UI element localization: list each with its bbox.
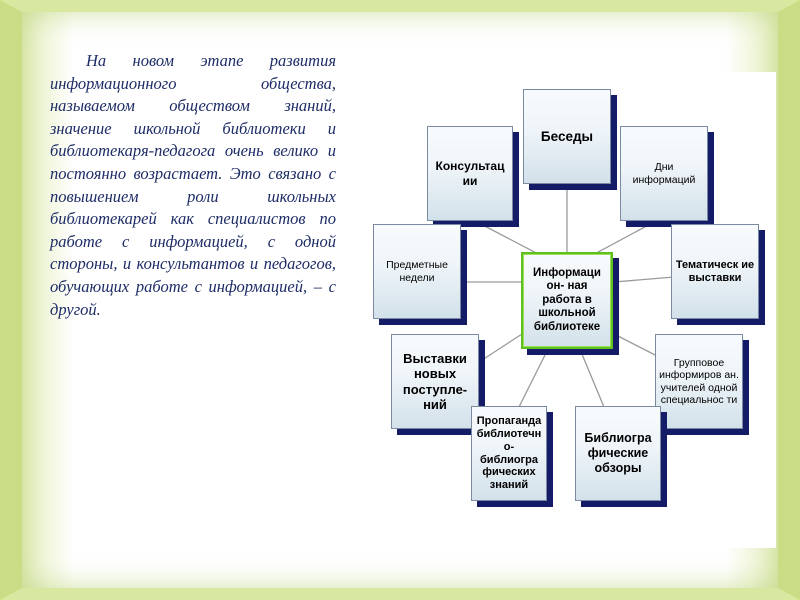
connector-vystavki bbox=[478, 333, 523, 363]
connector-bibliograficheskie bbox=[578, 346, 605, 408]
slide-paragraph: На новом этапе развития информационного … bbox=[50, 51, 336, 319]
connector-konsultatsii bbox=[476, 221, 545, 258]
node-konsultatsii-label: Консультац ии bbox=[435, 159, 505, 188]
node-gruppovoe-label: Групповое информиров ан. учителей одной … bbox=[659, 356, 739, 406]
node-predmetnye-nedeli: Предметные недели bbox=[373, 224, 461, 319]
node-gruppovoe-informirovanie: Групповое информиров ан. учителей одной … bbox=[655, 334, 743, 429]
node-vystavki-label: Выставки новых поступле- ний bbox=[402, 350, 468, 412]
node-predmetnye-label: Предметные недели bbox=[386, 259, 448, 284]
node-tematicheskie-vystavki: Тематическ ие выставки bbox=[671, 224, 759, 319]
node-tematicheskie-label: Тематическ ие выставки bbox=[675, 258, 755, 284]
node-besedy: Беседы bbox=[523, 89, 611, 184]
diagram-panel: Беседы Консультац ии Дни информаций Пред… bbox=[349, 72, 776, 548]
node-bibliograficheskie-obzory: Библиогра фические обзоры bbox=[575, 406, 661, 501]
node-dni-informatsii: Дни информаций bbox=[620, 126, 708, 221]
node-dni-label: Дни информаций bbox=[632, 161, 696, 186]
node-propaganda: Пропаганда библиотечн о- библиогра фичес… bbox=[471, 406, 547, 501]
node-bibliograficheskie-label: Библиогра фические обзоры bbox=[584, 431, 652, 475]
node-propaganda-label: Пропаганда библиотечн о- библиогра фичес… bbox=[476, 414, 542, 492]
connector-propaganda bbox=[518, 346, 550, 408]
connector-lines bbox=[467, 184, 675, 408]
connector-gruppovoe bbox=[613, 333, 660, 358]
node-vystavki-novykh-postupleniy: Выставки новых поступле- ний bbox=[391, 334, 479, 429]
node-center-informatsionnaya-rabota: Информаци он- ная работа в школьной библ… bbox=[521, 252, 613, 349]
node-center-label: Информаци он- ная работа в школьной библ… bbox=[533, 266, 601, 333]
node-besedy-label: Беседы bbox=[540, 128, 594, 144]
connector-dni bbox=[588, 221, 655, 258]
node-konsultatsii: Консультац ии bbox=[427, 126, 513, 221]
connector-tematicheskie bbox=[613, 276, 675, 283]
